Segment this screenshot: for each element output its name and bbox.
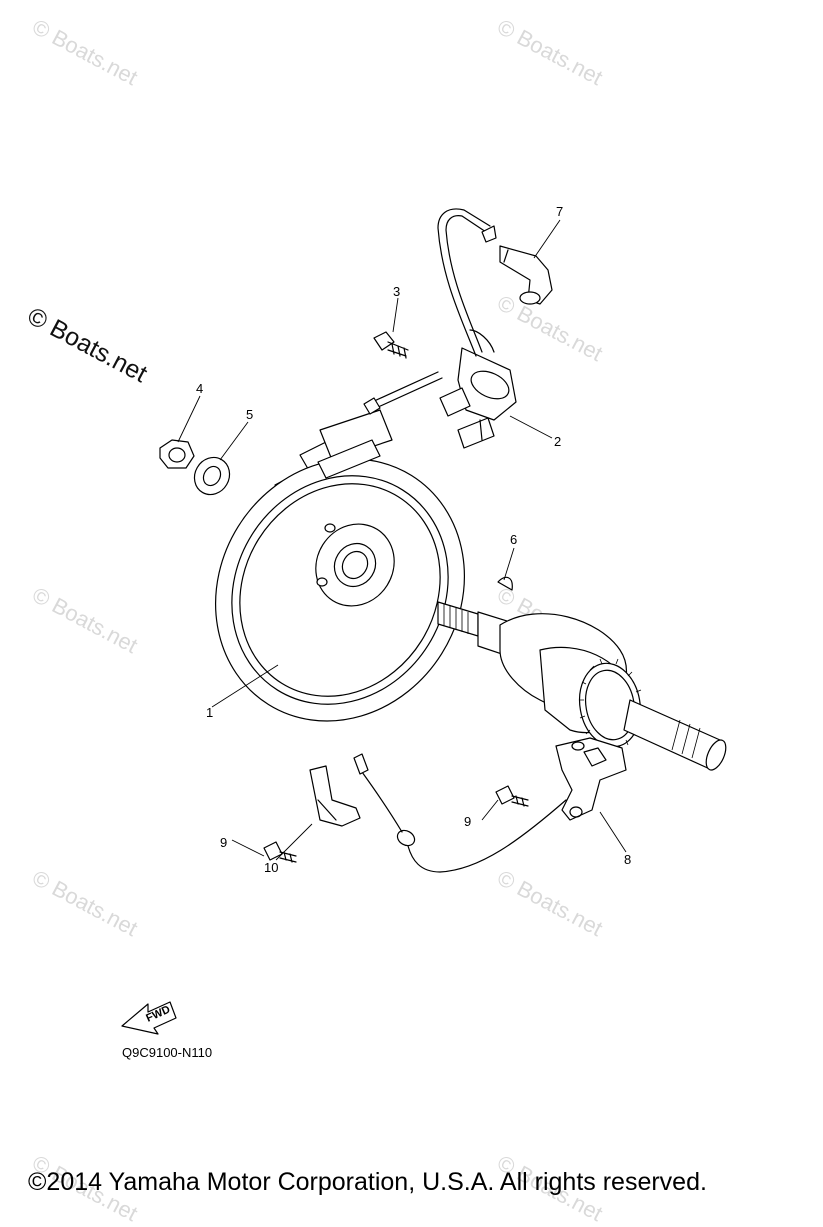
- copyright-notice: ©2014 Yamaha Motor Corporation, U.S.A. A…: [28, 1168, 707, 1196]
- callout-9-left: 9: [220, 835, 227, 850]
- callout-10: 10: [264, 860, 278, 875]
- callout-3: 3: [393, 284, 400, 299]
- lead-bracket[interactable]: [309, 765, 361, 827]
- callout-9-right: 9: [464, 814, 471, 829]
- washer[interactable]: [188, 451, 236, 501]
- woodruff-key[interactable]: [497, 576, 513, 591]
- callout-2: 2: [554, 434, 561, 449]
- leader-lines: [177, 219, 627, 861]
- coil-bolt[interactable]: [363, 371, 443, 415]
- pulser-coil[interactable]: [353, 737, 627, 873]
- diagram-reference-code: Q9C9100-N110: [122, 1045, 213, 1060]
- ignition-coil[interactable]: [437, 208, 517, 449]
- nut[interactable]: [159, 439, 195, 469]
- callout-6: 6: [510, 532, 517, 547]
- callout-5: 5: [246, 407, 253, 422]
- crankshaft: [437, 601, 727, 771]
- spark-plug-cap[interactable]: [499, 245, 553, 305]
- forward-arrow-icon: FWD: [121, 1001, 177, 1035]
- bolt-9-right[interactable]: [495, 785, 529, 807]
- callout-1: 1: [206, 705, 213, 720]
- flywheel[interactable]: [167, 409, 514, 768]
- callout-8: 8: [624, 852, 631, 867]
- callout-4: 4: [196, 381, 203, 396]
- callout-7: 7: [556, 204, 563, 219]
- bolt[interactable]: [373, 331, 409, 359]
- parts-diagram: © Boats.net © Boats.net © Boats.net © Bo…: [23, 14, 727, 1226]
- exploded-view: 1 2 3 4 5 6 7 8 9 9 10 FWD: [121, 204, 727, 1035]
